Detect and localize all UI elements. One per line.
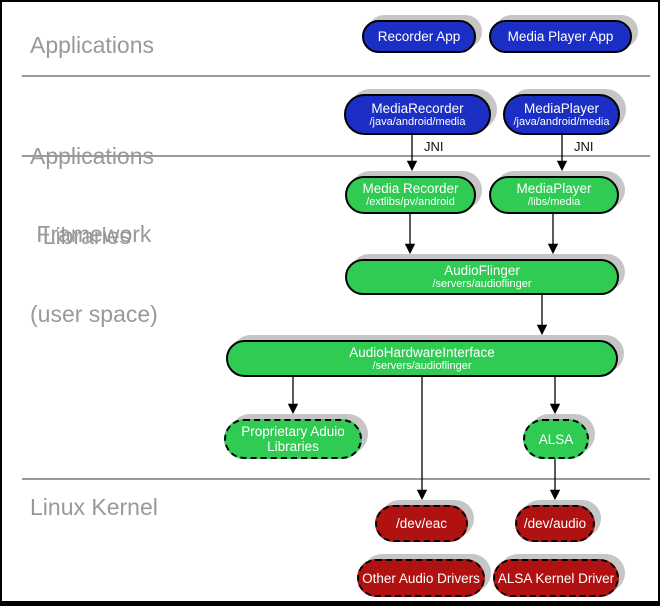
node-other-audio-drivers: Other Audio Drivers (357, 559, 485, 597)
section-label-linux-kernel: Linux Kernel (30, 494, 158, 520)
node-proprietary-audio-libraries: Proprietary Aduio Libraries (224, 419, 362, 459)
jni-label-left: JNI (424, 139, 444, 154)
node-subtitle: /java/android/media (369, 115, 466, 128)
node-title: AudioHardwareInterface (349, 344, 495, 360)
node-title: MediaPlayer (523, 100, 600, 116)
divider-applications (22, 75, 650, 77)
section-label-line: (user space) (30, 301, 158, 327)
section-label-applications: Applications (30, 32, 155, 58)
node-audioflinger: AudioFlinger /servers/audioflinger (345, 259, 619, 295)
node-title: Media Recorder (362, 181, 459, 196)
node-title: Recorder App (377, 29, 461, 44)
node-title-line: Proprietary Aduio (241, 424, 345, 439)
node-subtitle: /servers/audioflinger (372, 359, 472, 372)
divider-framework (22, 155, 650, 157)
node-title: MediaRecorder (371, 100, 464, 116)
node-subtitle: /java/android/media (513, 115, 610, 128)
section-label-line: Framework (30, 221, 152, 247)
node-audiohardwareinterface: AudioHardwareInterface /servers/audiofli… (226, 340, 618, 377)
node-media-recorder-lib: Media Recorder /extlibs/pv/android (345, 176, 476, 214)
section-label-libraries: Libraries (user space) (30, 171, 158, 379)
node-subtitle: /servers/audioflinger (432, 278, 532, 290)
node-mediaplayer-lib: MediaPlayer /libs/media (489, 176, 619, 214)
section-label-line: Libraries (30, 223, 131, 249)
node-mediaplayer-framework: MediaPlayer /java/android/media (503, 94, 620, 135)
node-dev-audio: /dev/audio (515, 505, 595, 542)
node-alsa-kernel-driver: ALSA Kernel Driver (493, 559, 619, 597)
node-alsa: ALSA (523, 419, 589, 459)
node-title: ALSA Kernel Driver (497, 570, 615, 586)
node-mediarecorder-framework: MediaRecorder /java/android/media (344, 94, 491, 135)
node-media-player-app: Media Player App (489, 20, 632, 53)
node-title: ALSA (538, 431, 574, 447)
node-title: /dev/audio (523, 516, 587, 531)
node-recorder-app: Recorder App (362, 20, 476, 53)
node-title: Media Player App (507, 29, 614, 44)
jni-label-right: JNI (574, 139, 594, 154)
node-title-line: Libraries (267, 439, 319, 454)
node-title: Other Audio Drivers (362, 570, 480, 586)
node-title: MediaPlayer (516, 181, 592, 196)
node-dev-eac: /dev/eac (375, 505, 468, 542)
node-subtitle: /extlibs/pv/android (366, 196, 455, 208)
node-subtitle: /libs/media (527, 196, 581, 208)
divider-libraries-kernel (22, 478, 650, 480)
node-title: /dev/eac (395, 516, 448, 531)
node-title: AudioFlinger (444, 263, 520, 278)
